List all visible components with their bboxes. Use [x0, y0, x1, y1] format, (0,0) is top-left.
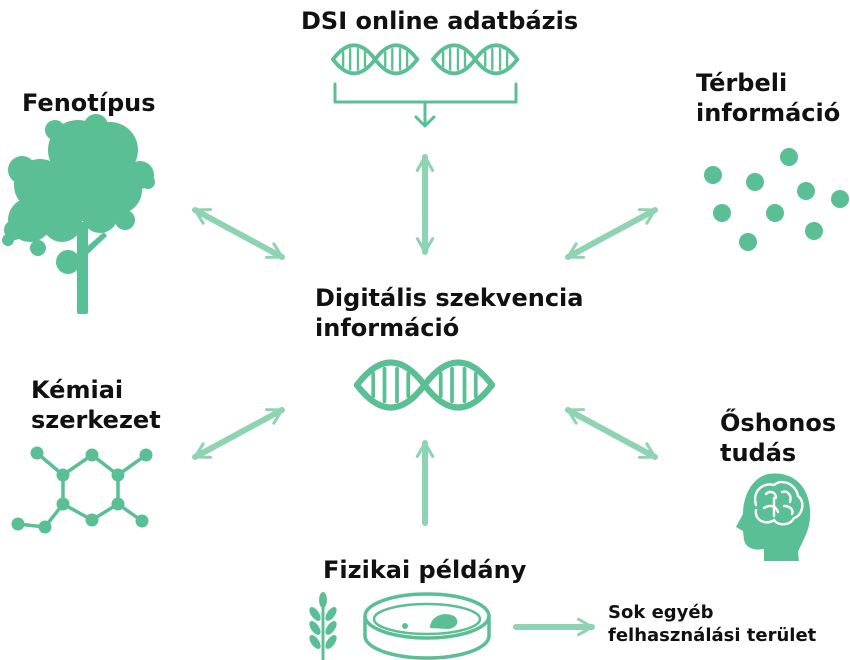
- chemical-structure-label-line2: szerkezet: [31, 406, 161, 434]
- head-brain-icon: [736, 473, 811, 561]
- dots-icon: [704, 148, 849, 251]
- dsi-database-label: DSI online adatbázis: [301, 7, 579, 35]
- indigenous-knowledge-label: Őshonos tudás: [720, 408, 836, 468]
- arrow-phenotype-center: [192, 207, 285, 260]
- molecule-icon: [11, 446, 153, 534]
- arrow-chemical-center: [192, 407, 285, 460]
- arrow-indigenous-center: [565, 407, 658, 460]
- arrow-spatial-center: [565, 207, 658, 260]
- physical-specimen-label: Fizikai példány: [323, 556, 527, 584]
- other-uses-label: Sok egyéb felhasználási terület: [608, 601, 816, 648]
- center-label-line2: információ: [315, 314, 460, 342]
- chemical-structure-label-line1: Kémiai: [31, 376, 124, 404]
- tree-icon: [2, 114, 155, 314]
- arrows: [192, 154, 658, 637]
- plant-sprig-icon: [309, 592, 337, 660]
- spatial-info-label-line2: információ: [696, 99, 841, 127]
- center-label: Digitális szekvencia információ: [315, 283, 583, 343]
- center-label-line1: Digitális szekvencia: [315, 284, 584, 312]
- dna-icon: [357, 363, 492, 408]
- spatial-info-label: Térbeli információ: [696, 68, 840, 128]
- indigenous-knowledge-label-line1: Őshonos: [720, 409, 837, 437]
- petri-dish-icon: [363, 592, 491, 660]
- spatial-info-label-line1: Térbeli: [696, 69, 788, 97]
- other-uses-label-line1: Sok egyéb: [608, 602, 714, 623]
- other-uses-label-line2: felhasználási terület: [608, 625, 817, 647]
- phenotype-label: Fenotípus: [22, 89, 156, 117]
- db-dna-icon: [331, 43, 520, 76]
- chemical-structure-label: Kémiai szerkezet: [31, 375, 161, 435]
- db-bracket-icon: [333, 82, 518, 128]
- indigenous-knowledge-label-line2: tudás: [720, 439, 797, 467]
